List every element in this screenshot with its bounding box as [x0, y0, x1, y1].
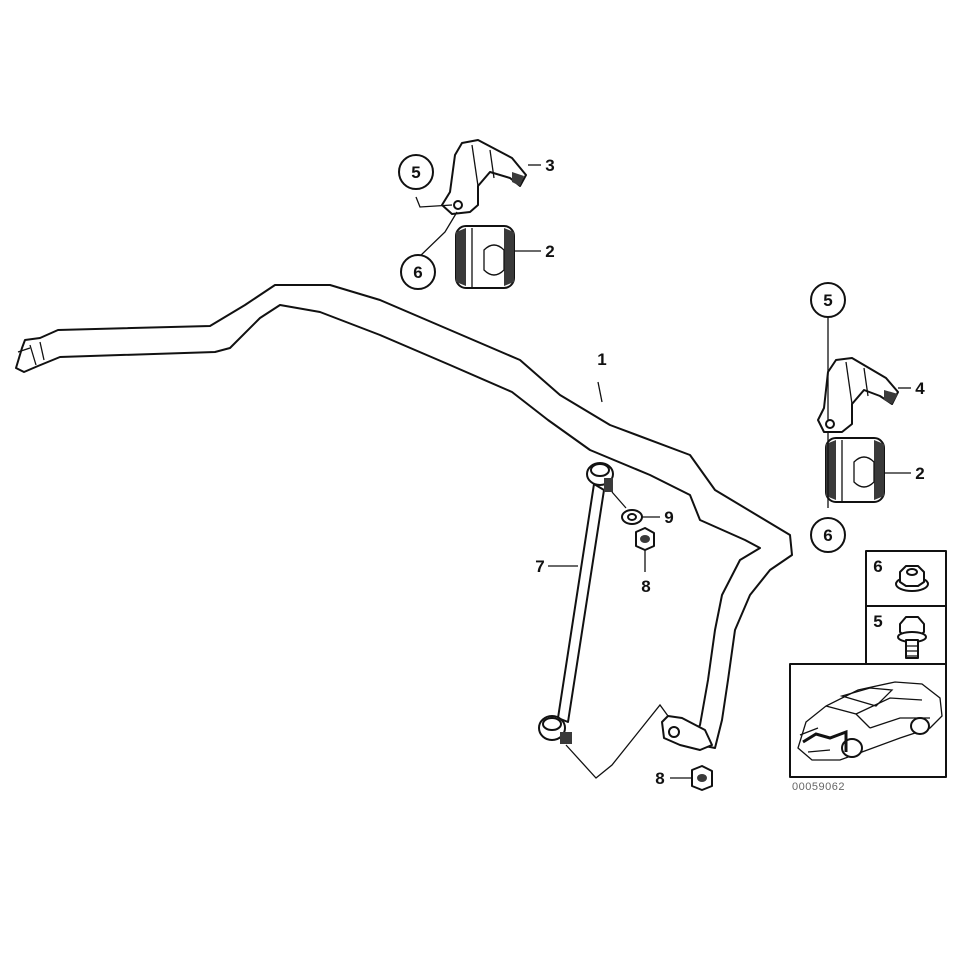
nut-8-lower [691, 765, 713, 791]
bracket-3 [441, 139, 527, 215]
callout-6-left: 6 [400, 254, 436, 290]
washer-9 [621, 509, 643, 525]
legend-label-bolt: 5 [873, 612, 882, 631]
flange-bolt-icon [897, 616, 927, 659]
stabilizer-bar [15, 284, 793, 751]
svg-text:5: 5 [411, 163, 420, 182]
label-part-1: 1 [597, 350, 606, 369]
link-rod-7 [538, 462, 614, 744]
label-part-2-right: 2 [915, 464, 924, 483]
vehicle-location-thumbnail [789, 663, 947, 778]
bar-eye-hole [668, 726, 680, 738]
nut-8-upper [635, 527, 655, 551]
rubber-mount-2-right [825, 437, 885, 503]
label-part-7: 7 [535, 557, 544, 576]
callout-5-right: 5 [810, 282, 846, 318]
svg-text:6: 6 [823, 526, 832, 545]
svg-text:6: 6 [413, 263, 422, 282]
fastener-legend: 6 5 [865, 550, 947, 665]
label-part-8-lower: 8 [655, 769, 664, 788]
legend-label-nut: 6 [873, 557, 882, 576]
svg-text:5: 5 [823, 291, 832, 310]
label-part-9: 9 [664, 508, 673, 527]
label-part-8-upper: 8 [641, 577, 650, 596]
label-part-3: 3 [545, 156, 554, 175]
image-number: 00059062 [792, 781, 845, 793]
callout-5-left: 5 [398, 154, 434, 190]
bracket-4 [817, 357, 899, 433]
label-part-2-left: 2 [545, 242, 554, 261]
flange-nut-icon [895, 565, 929, 592]
label-part-4: 4 [915, 379, 925, 398]
leader-lines [415, 164, 911, 779]
callout-6-right: 6 [810, 517, 846, 553]
rubber-mount-2-left [455, 225, 515, 289]
